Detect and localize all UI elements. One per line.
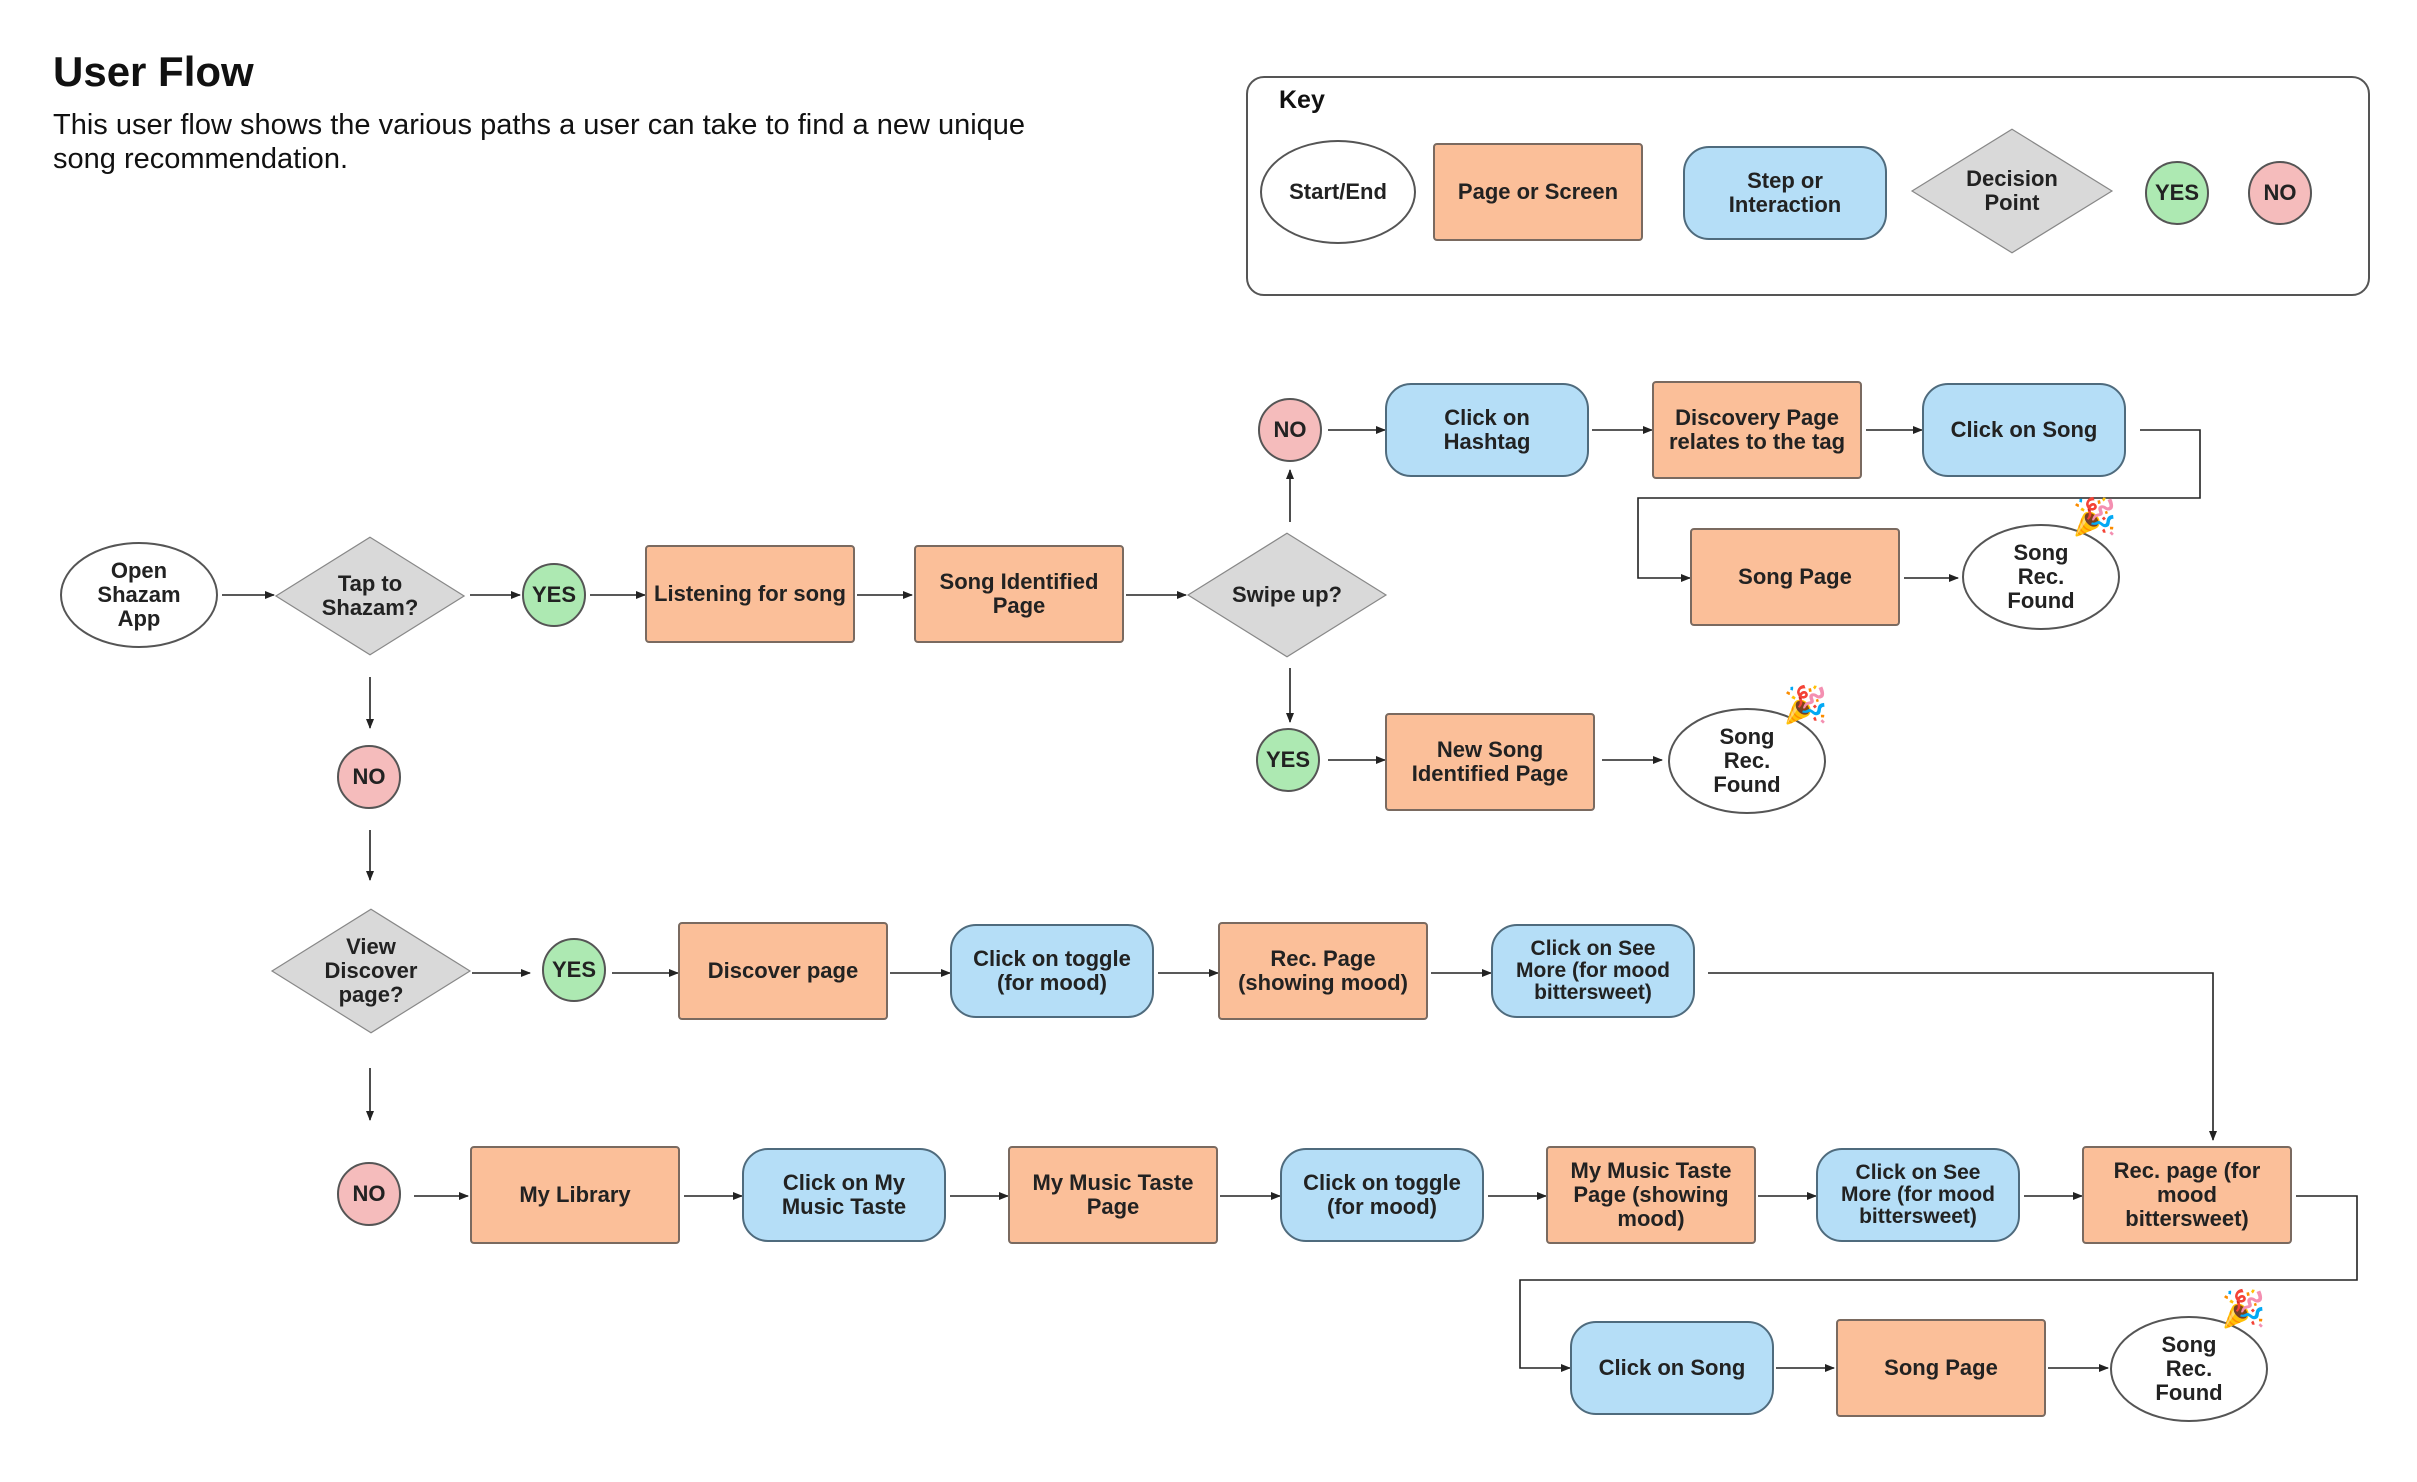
page-discover: Discover page — [678, 922, 888, 1020]
page-listening-for-song: Listening for song — [645, 545, 855, 643]
key-start-end: Start/End — [1260, 140, 1416, 244]
yes-tap: YES — [522, 563, 586, 627]
end-song-rec-found-bottom: Song Rec. Found — [2110, 1316, 2268, 1422]
diamond-shape — [1910, 128, 2114, 254]
diamond-shape — [274, 536, 466, 656]
page-title: User Flow — [53, 48, 254, 95]
page-discovery-tag: Discovery Page relates to the tag — [1652, 381, 1862, 479]
start-open-shazam: Open Shazam App — [60, 542, 218, 648]
page-new-song-identified: New Song Identified Page — [1385, 713, 1595, 811]
no-swipe: NO — [1258, 398, 1322, 462]
step-see-more-bittersweet-2: Click on See More (for mood bittersweet) — [1816, 1148, 2020, 1242]
page-rec-showing-mood: Rec. Page (showing mood) — [1218, 922, 1428, 1020]
page-song-identified: Song Identified Page — [914, 545, 1124, 643]
end-song-rec-found-mid: Song Rec. Found — [1668, 708, 1826, 814]
no-discover: NO — [337, 1162, 401, 1226]
party-popper-icon: 🎉 — [1783, 685, 1828, 726]
page-music-taste-showing-mood: My Music Taste Page (showing mood) — [1546, 1146, 1756, 1244]
edge-recbitter-to-clicksong — [1519, 1195, 2358, 1372]
decision-label: Swipe up? — [1232, 582, 1342, 607]
key-step-or-interaction: Step or Interaction — [1683, 146, 1887, 240]
step-click-my-music-taste: Click on My Music Taste — [742, 1148, 946, 1242]
page-subtitle: This user flow shows the various paths a… — [53, 109, 1026, 175]
step-click-toggle-mood-2: Click on toggle (for mood) — [1280, 1148, 1484, 1242]
step-click-on-song-bottom: Click on Song — [1570, 1321, 1774, 1415]
page-song-page-top: Song Page — [1690, 528, 1900, 626]
party-popper-icon: 🎉 — [2221, 1289, 2266, 1330]
edge-song-to-songpage-top — [1637, 429, 2201, 582]
edge-seemore1-to-recbitter — [1708, 972, 2217, 1141]
decision-tap-to-shazam: Tap to Shazam? — [274, 536, 466, 656]
step-click-on-song-top: Click on Song — [1922, 383, 2126, 477]
step-see-more-bittersweet-1: Click on See More (for mood bittersweet) — [1491, 924, 1695, 1018]
key-legend — [1246, 76, 2370, 296]
step-click-toggle-mood-1: Click on toggle (for mood) — [950, 924, 1154, 1018]
key-decision-label: Decision Point — [1966, 166, 2058, 215]
yes-swipe: YES — [1256, 728, 1320, 792]
diamond-shape — [1186, 532, 1388, 658]
key-decision-point: Decision Point — [1910, 128, 2114, 254]
page-rec-bittersweet: Rec. page (for mood bittersweet) — [2082, 1146, 2292, 1244]
decision-label: Tap to Shazam? — [321, 571, 419, 620]
page-my-library: My Library — [470, 1146, 680, 1244]
yes-discover: YES — [542, 938, 606, 1002]
diamond-shape — [270, 908, 472, 1034]
page-my-music-taste: My Music Taste Page — [1008, 1146, 1218, 1244]
key-page-or-screen: Page or Screen — [1433, 143, 1643, 241]
key-no: NO — [2248, 161, 2312, 225]
key-yes: YES — [2145, 161, 2209, 225]
key-title: Key — [1279, 86, 1325, 114]
end-song-rec-found-top: Song Rec. Found — [1962, 524, 2120, 630]
party-popper-icon: 🎉 — [2072, 497, 2117, 538]
page-song-page-bottom: Song Page — [1836, 1319, 2046, 1417]
decision-view-discover: View Discover page? — [270, 908, 472, 1034]
decision-swipe-up: Swipe up? — [1186, 532, 1388, 658]
step-click-on-hashtag: Click on Hashtag — [1385, 383, 1589, 477]
no-tap: NO — [337, 745, 401, 809]
decision-label: View Discover page? — [324, 934, 418, 1007]
